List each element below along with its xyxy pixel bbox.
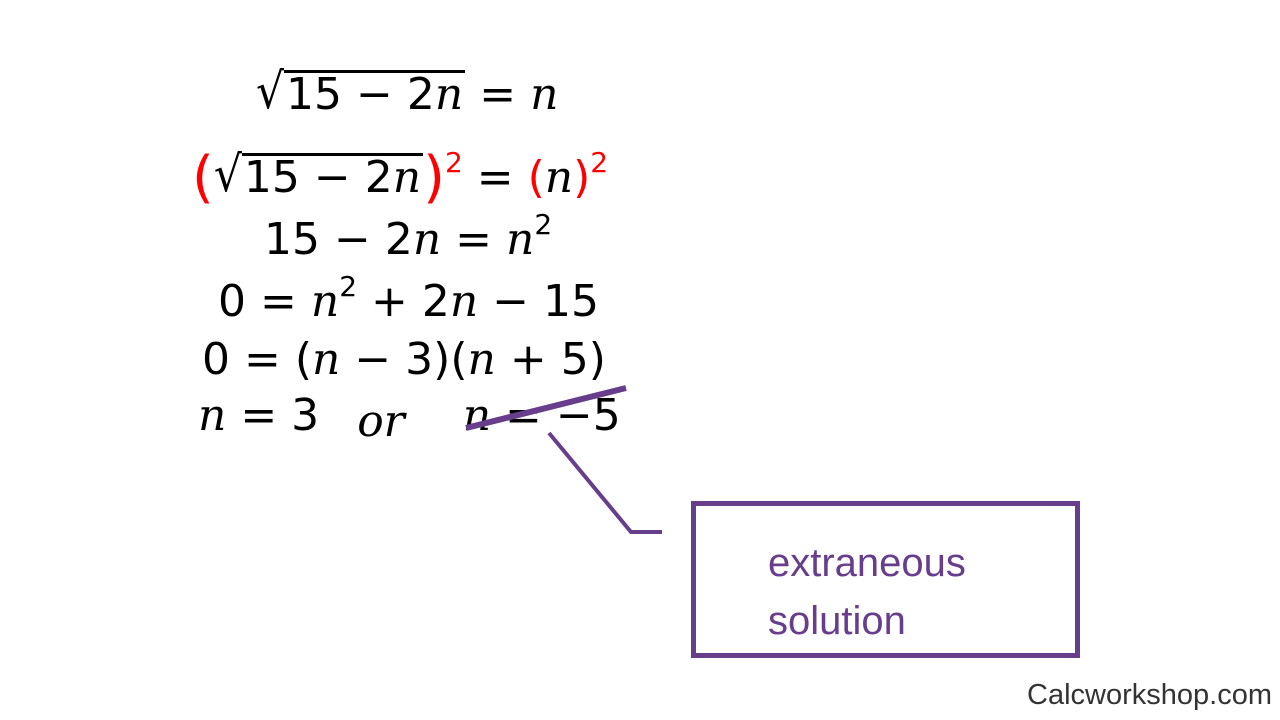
extraneous-solution-callout: extraneous solution [691,501,1080,658]
watermark: Calcworkshop.com [1027,679,1272,711]
left-paren: ( [192,145,214,210]
exponent: 2 [444,146,463,179]
strike-through-line [465,385,627,431]
square-root-symbol: √ [213,146,242,204]
callout-text: extraneous solution [768,534,966,650]
callout-line-1: extraneous [768,541,966,585]
or-text: or [357,396,405,447]
equation-line-4: 0 = n2 + 2n − 15 [218,270,600,327]
radicand: 15 − 2n [241,152,424,203]
radicand: 15 − 2n [284,69,466,120]
square-root-symbol: √ [256,63,285,121]
equation-line-3: 15 − 2n = n2 [264,208,553,265]
equation-line-5: 0 = (n − 3)(n + 5) [202,334,606,385]
equation-line-1: √15 − 2n = n [256,63,559,121]
right-paren: ) [423,145,445,210]
equation-line-2: (√15 − 2n)2 = (n)2 [192,145,609,210]
callout-connector [547,431,662,534]
callout-line-2: solution [768,599,906,643]
